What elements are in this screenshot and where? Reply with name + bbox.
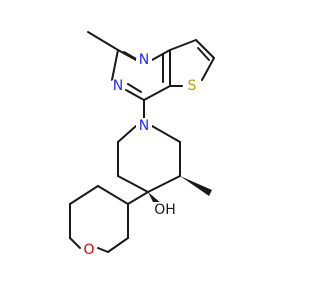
atom-n-pyrimidine-top: N xyxy=(136,52,152,68)
bond-npip-c2p xyxy=(151,125,181,143)
bond-c3p-c4p xyxy=(147,175,181,193)
bond-c4-n5-double xyxy=(127,83,142,93)
bond-o-c6ox xyxy=(69,237,81,249)
bond-c3-c2t-double xyxy=(197,47,210,61)
bonds xyxy=(69,31,215,253)
atom-s-thiophene: S xyxy=(184,78,200,94)
bond-cox-c5ox-b xyxy=(97,185,129,205)
bond-c2ox-o xyxy=(97,247,109,253)
bond-c3a-c3 xyxy=(169,39,197,51)
label-n-piperidine: N xyxy=(139,118,149,134)
bond-c7a-c4 xyxy=(143,85,171,101)
bond-c3-c2t xyxy=(195,39,215,59)
bond-c4p-cox xyxy=(127,191,149,205)
label-n-pyrimidine-left: N xyxy=(113,78,123,94)
atom-labels: N N S N OH O xyxy=(81,52,200,258)
atom-oh-hydroxyl: OH xyxy=(152,202,178,218)
wedge-c3p-methyl xyxy=(180,176,212,196)
bond-n1-c2-double xyxy=(123,51,139,61)
atom-o-oxane: O xyxy=(81,242,97,258)
bond-c5ox-cox xyxy=(69,185,99,205)
bond-c3ox-c2ox xyxy=(107,237,129,253)
label-o-oxane: O xyxy=(83,242,94,258)
bond-n3-c3a xyxy=(151,49,171,61)
bond-methyl-c2 xyxy=(87,31,119,51)
label-n-pyrimidine-top: N xyxy=(139,52,149,68)
bond-n5-c2 xyxy=(111,49,119,81)
atom-n-piperidine: N xyxy=(136,118,152,134)
atom-n-pyrimidine-left: N xyxy=(110,78,126,94)
molecule-structure: N N S N OH O xyxy=(69,31,215,258)
label-s-thiophene: S xyxy=(188,78,197,94)
bond-c2t-s xyxy=(201,57,215,81)
bond-c4p-c5p xyxy=(117,175,149,193)
bond-c6p-npip xyxy=(117,125,137,143)
bond-c2-n3 xyxy=(117,49,137,61)
label-oh-hydroxyl: OH xyxy=(154,202,176,218)
bond-c4-n5 xyxy=(125,89,145,101)
